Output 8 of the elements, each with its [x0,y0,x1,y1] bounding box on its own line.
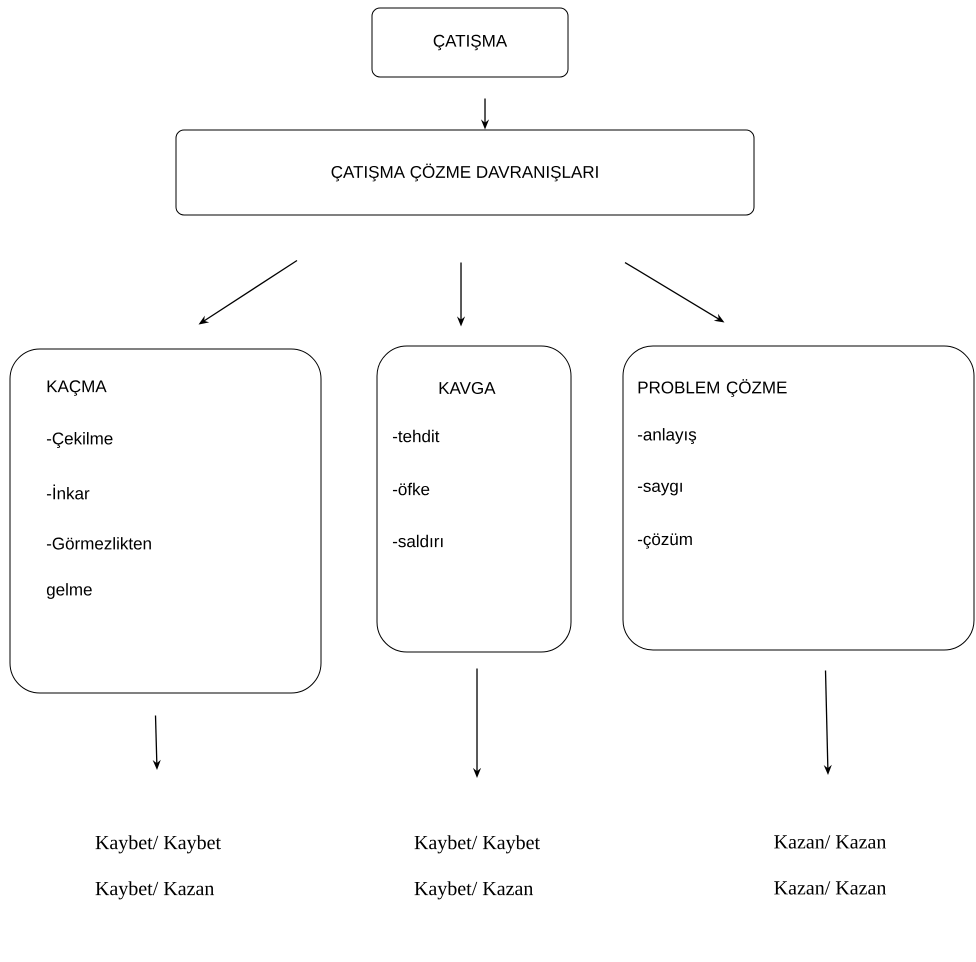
outcome-text: Kazan/ Kazan Kazan/ Kazan [774,835,886,895]
category-box: PROBLEM ÇÖZME -anlayış -saygı -çözüm [622,346,975,650]
outcome-text: Kaybet/ Kaybet Kaybet/ Kazan [414,835,540,900]
category-box: KAÇMA -Çekilme -İnkar -Görmezlikten gelme [10,348,322,694]
outcome-text: Kaybet/ Kaybet Kaybet/ Kazan [96,835,221,900]
category-box: KAVGA -tehdit -öfke -saldırı [376,346,572,652]
process-box: ÇATIŞMA ÇÖZME DAVRANIŞLARI [176,130,754,216]
process-box: ÇATIŞMA [372,8,568,78]
